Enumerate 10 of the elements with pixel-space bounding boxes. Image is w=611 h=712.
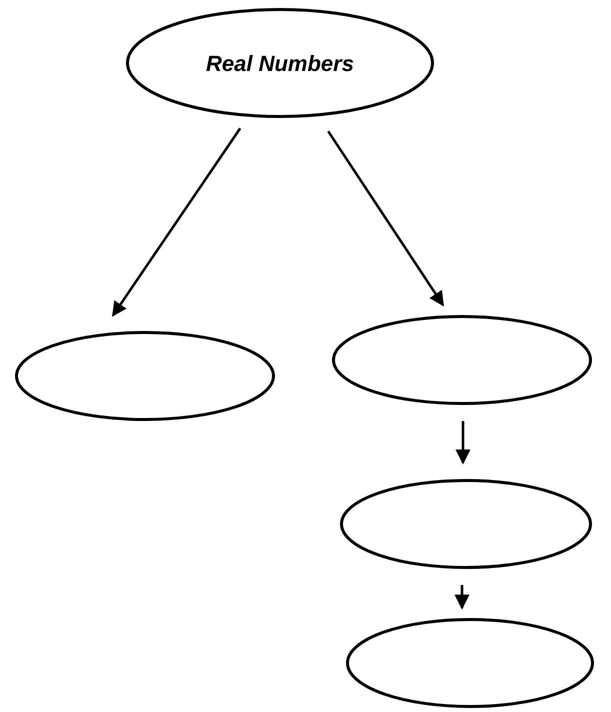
arrow [112,128,242,317]
ellipse-node [15,331,275,421]
ellipse-node [126,8,434,118]
arrow [456,421,470,465]
ellipse-node [340,479,592,569]
ellipse-node [346,618,594,708]
arrow [327,130,444,306]
arrow [454,584,470,610]
node-label: Real Numbers [206,50,354,78]
ellipse-node [332,315,592,405]
